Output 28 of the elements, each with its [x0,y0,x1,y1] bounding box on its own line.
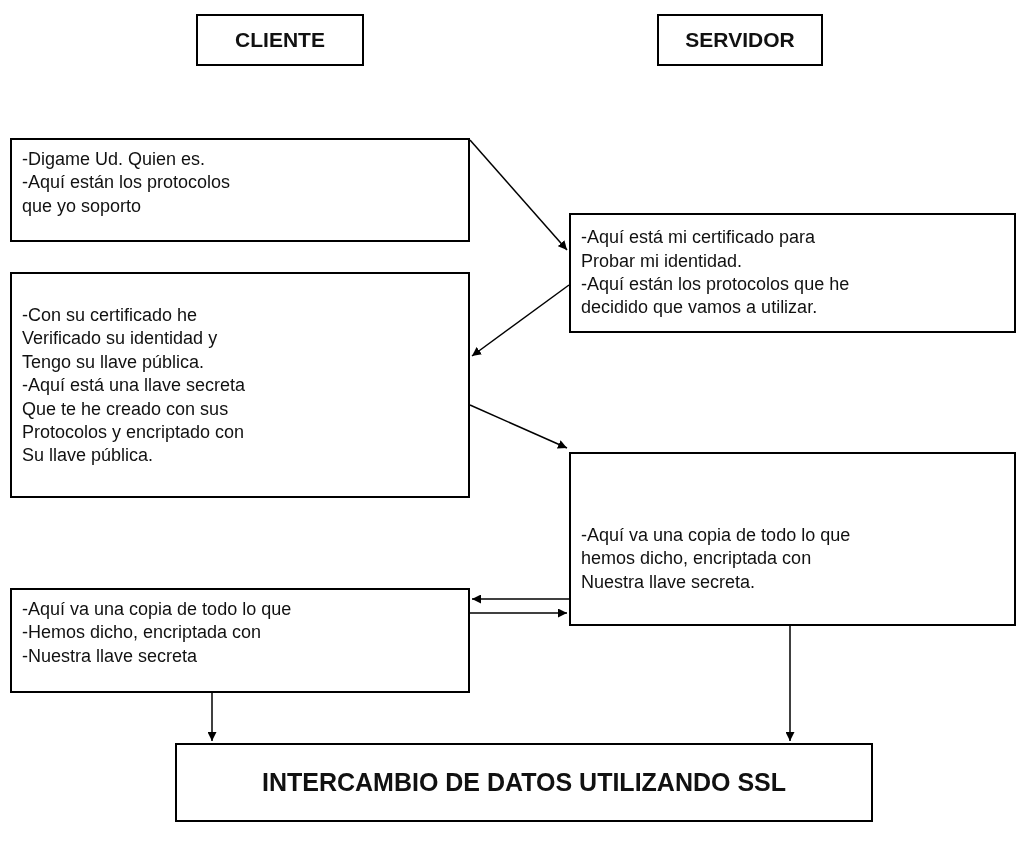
title-box [657,14,823,66]
heading-text: SERVIDOR [685,27,795,54]
arrow [469,608,568,618]
message-text: -Digame Ud. Quien es. [22,148,206,171]
title-box [175,743,873,822]
message-text: -Aquí va una copia de todo lo que hemos dicho, encriptada con Nuestra llave secreta. [581,524,851,594]
message-text: -Hemos dicho, encriptada con [22,621,262,645]
message-text: -Nuestra llave secreta [22,644,198,668]
message-box [569,213,1016,333]
arrow [471,594,570,604]
title-box [196,14,364,66]
message-box [569,452,1016,626]
arrow [469,404,568,449]
message-text: -Aquí están los protocolos que he decidido que vamos a utilizar. [581,273,851,320]
message-box [10,588,470,693]
heading-text: INTERCAMBIO DE DATOS UTILIZANDO SSL [261,767,787,799]
message-box [10,272,470,498]
arrow [469,139,568,251]
message-text: -Aquí están los protocolos que yo soporto [22,171,232,218]
message-text: -Aquí está una llave secreta Que te he creado con sus Protocolos y encriptado con Su llave pública. [22,374,247,468]
heading-text: CLIENTE [235,27,325,54]
message-text: -Aquí va una copia de todo lo que [22,598,292,621]
arrow [207,692,217,742]
message-box [10,138,470,242]
message-text: -Aquí está mi certificado para Probar mi identidad. [581,226,817,273]
arrow [471,284,570,357]
arrow [785,625,795,742]
message-text: -Con su certificado he Verificado su identidad y Tengo su llave pública. [22,304,219,374]
